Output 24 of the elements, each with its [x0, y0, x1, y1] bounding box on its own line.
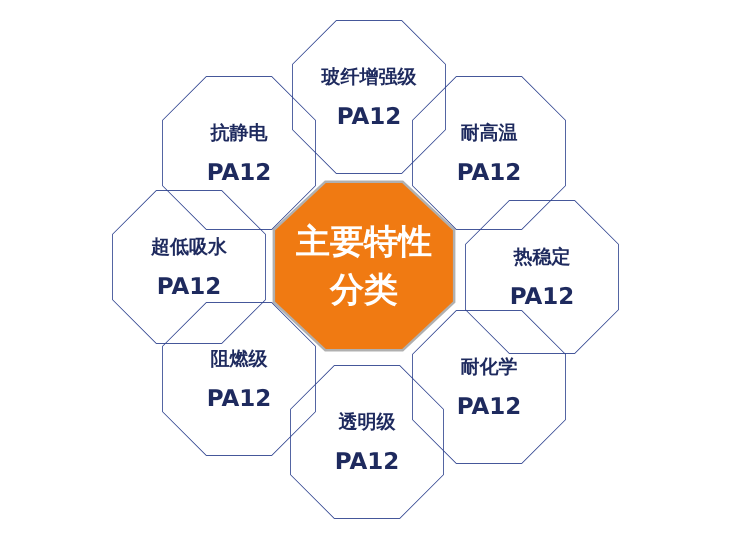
octagon-node: [411, 309, 567, 465]
octagon-node: [291, 19, 447, 175]
material-label: PA12: [334, 449, 400, 475]
category-title: 耐高温: [460, 121, 518, 146]
category-title: 抗静电: [210, 121, 268, 146]
category-title: 玻纤增强级: [322, 65, 416, 90]
category-title: 超低吸水: [151, 235, 227, 260]
center-octagon: [272, 180, 456, 352]
octagon-node: [161, 301, 317, 457]
material-label: PA12: [206, 386, 272, 412]
category-title: 热稳定: [514, 245, 570, 270]
center-title: 主要特性分类: [295, 221, 433, 312]
material-label: PA12: [156, 274, 222, 300]
material-label: PA12: [456, 394, 522, 420]
category-title: 耐化学: [460, 355, 518, 380]
material-label: PA12: [456, 160, 522, 186]
octagon-node: [289, 364, 445, 520]
octagon-node: [464, 199, 620, 355]
material-label: PA12: [336, 104, 402, 130]
octagon-node: [111, 189, 267, 345]
category-title: 阻燃级: [210, 347, 268, 372]
material-label: PA12: [510, 284, 574, 310]
material-label: PA12: [206, 160, 272, 186]
category-title: 透明级: [338, 410, 396, 435]
